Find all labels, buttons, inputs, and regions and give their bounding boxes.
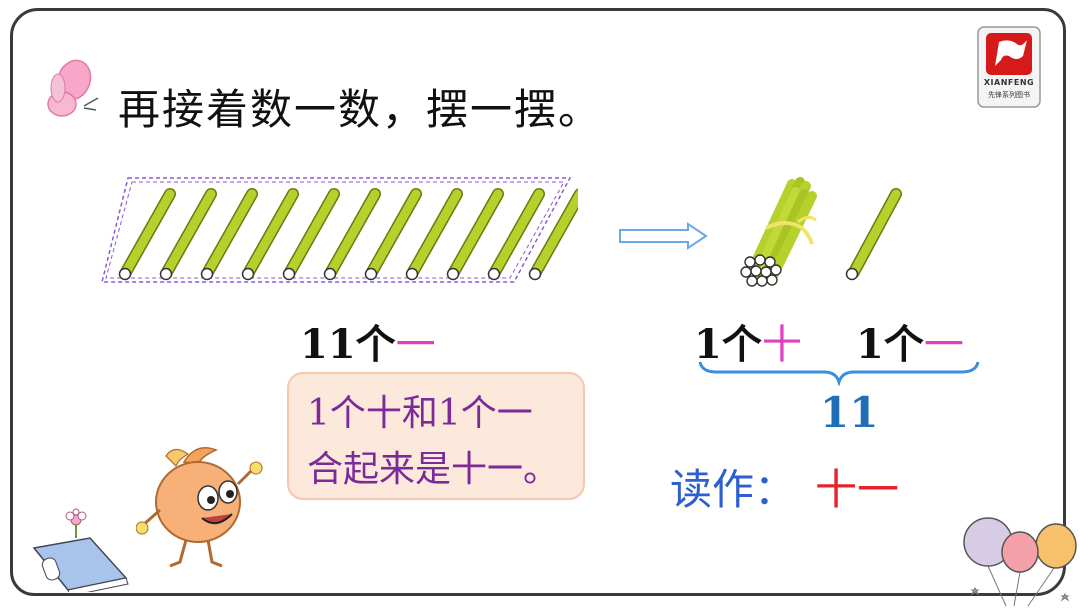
eleven-sticks-group <box>101 177 578 283</box>
logo-brand: XIANFENG <box>983 78 1035 87</box>
counting-stick <box>364 188 422 281</box>
ones-name: 一 <box>923 322 964 368</box>
counting-stick <box>282 188 340 281</box>
bundle-of-ten-sticks <box>740 177 817 287</box>
right-arrow-icon <box>619 222 708 250</box>
counting-stick <box>446 188 504 281</box>
dashed-outline <box>101 177 572 283</box>
single-stick <box>845 188 902 281</box>
grouping-brace <box>698 361 980 386</box>
counting-stick <box>528 188 578 281</box>
counting-stick <box>159 188 217 281</box>
counting-stick <box>487 188 545 281</box>
page-title: 再接着数一数，摆一摆。 <box>118 85 603 134</box>
tens-count: 1 <box>694 321 722 368</box>
ones-label: 1个一 <box>856 312 964 370</box>
speech-line-2: 合起来是十一。 <box>307 449 560 490</box>
tens-label: 1个十 <box>694 312 802 370</box>
tens-name: 十 <box>761 322 802 368</box>
slide-frame <box>10 8 1066 596</box>
butterfly-icon <box>47 59 99 117</box>
number-result: 11 <box>820 388 879 437</box>
counting-stick <box>323 188 381 281</box>
book-icon <box>32 508 129 592</box>
counting-stick <box>200 188 258 281</box>
speech-line-1: 1个十和1个一 <box>307 393 533 434</box>
speech-bubble: 1个十和1个一 合起来是十一。 <box>287 372 585 500</box>
left-count: 11 <box>300 321 356 368</box>
xianfeng-logo <box>977 26 1041 108</box>
counting-stick <box>118 188 176 281</box>
counting-stick <box>405 188 463 281</box>
ones-count: 1 <box>856 321 884 368</box>
left-unit-name: 一 <box>395 322 436 368</box>
read-value: 十一 <box>815 465 900 514</box>
ones-unit: 个 <box>883 321 924 368</box>
counting-stick <box>241 188 299 281</box>
peach-character-icon <box>136 447 264 568</box>
tens-unit: 个 <box>721 321 762 368</box>
balloons-icon <box>963 517 1077 607</box>
read-label: 读作： <box>670 465 797 514</box>
left-unit: 个 <box>355 321 396 368</box>
left-count-label: 11个一 <box>300 312 436 370</box>
logo-series: 先锋系列图书 <box>988 91 1030 99</box>
